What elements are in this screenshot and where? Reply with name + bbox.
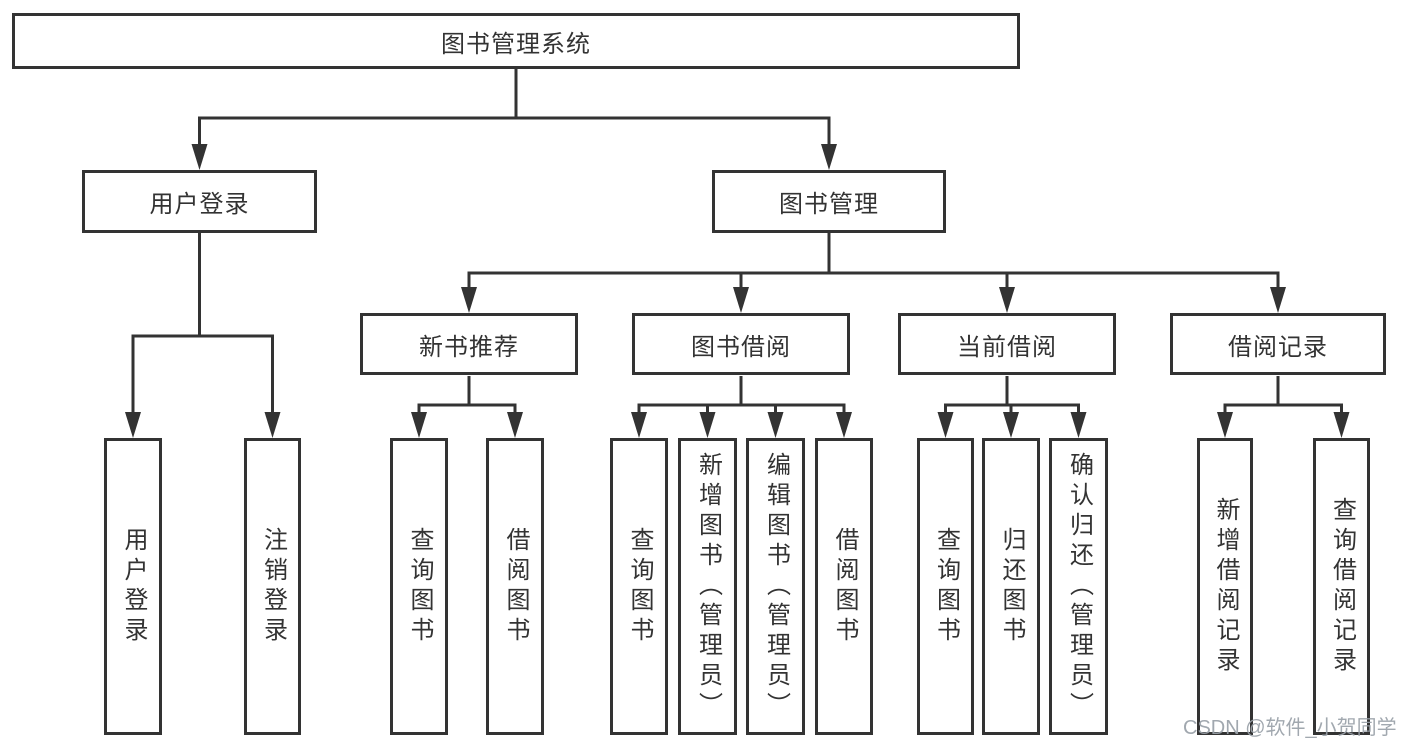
node-user-login-label: 用户登录 bbox=[149, 191, 250, 218]
node-leaf-borrow-books-recommend-label: 借阅图书 bbox=[502, 526, 529, 647]
node-leaf-add-borrow-record: 新增借阅记录 bbox=[1197, 438, 1253, 735]
node-leaf-confirm-return-admin-label: 确认归还（管理员） bbox=[1065, 451, 1093, 722]
watermark-text: CSDN @软件_小贺同学 bbox=[1183, 717, 1397, 739]
node-borrow-records: 借阅记录 bbox=[1170, 313, 1386, 375]
node-book-management-label: 图书管理 bbox=[779, 191, 879, 218]
node-leaf-user-login-label: 用户登录 bbox=[120, 526, 147, 647]
node-leaf-add-book-admin-label: 新增图书（管理员） bbox=[694, 451, 722, 722]
node-new-book-recommend-label: 新书推荐 bbox=[419, 333, 519, 361]
node-leaf-query-books-recommend-label: 查询图书 bbox=[406, 526, 433, 647]
node-book-borrow-label: 图书借阅 bbox=[691, 333, 791, 361]
node-leaf-add-book-admin: 新增图书（管理员） bbox=[678, 438, 737, 735]
node-leaf-borrow-books-label: 借阅图书 bbox=[831, 526, 858, 647]
node-leaf-edit-book-admin-label: 编辑图书（管理员） bbox=[762, 451, 790, 722]
node-book-borrow: 图书借阅 bbox=[632, 313, 850, 375]
node-leaf-logout: 注销登录 bbox=[244, 438, 301, 735]
node-borrow-records-label: 借阅记录 bbox=[1228, 333, 1328, 361]
node-leaf-query-books-current: 查询图书 bbox=[917, 438, 974, 735]
node-book-management: 图书管理 bbox=[712, 170, 946, 233]
node-leaf-query-books-current-label: 查询图书 bbox=[932, 526, 960, 647]
node-leaf-confirm-return-admin: 确认归还（管理员） bbox=[1049, 438, 1108, 735]
node-leaf-borrow-books-recommend: 借阅图书 bbox=[486, 438, 544, 735]
node-current-borrow-label: 当前借阅 bbox=[957, 333, 1057, 361]
node-leaf-query-books-borrow: 查询图书 bbox=[610, 438, 668, 735]
node-leaf-return-book: 归还图书 bbox=[982, 438, 1040, 735]
node-leaf-edit-book-admin: 编辑图书（管理员） bbox=[746, 438, 805, 735]
node-user-login: 用户登录 bbox=[82, 170, 317, 233]
node-leaf-query-books-borrow-label: 查询图书 bbox=[626, 526, 653, 647]
node-root-system-label: 图书管理系统 bbox=[441, 30, 591, 58]
node-leaf-add-borrow-record-label: 新增借阅记录 bbox=[1212, 496, 1239, 677]
node-leaf-logout-label: 注销登录 bbox=[259, 526, 287, 647]
node-leaf-query-borrow-record: 查询借阅记录 bbox=[1313, 438, 1370, 735]
node-new-book-recommend: 新书推荐 bbox=[360, 313, 578, 375]
node-leaf-borrow-books: 借阅图书 bbox=[815, 438, 873, 735]
node-current-borrow: 当前借阅 bbox=[898, 313, 1116, 375]
node-leaf-query-books-recommend: 查询图书 bbox=[390, 438, 448, 735]
node-leaf-user-login: 用户登录 bbox=[104, 438, 162, 735]
arrowhead-group bbox=[125, 144, 1350, 438]
node-root-system: 图书管理系统 bbox=[12, 13, 1020, 69]
node-leaf-query-borrow-record-label: 查询借阅记录 bbox=[1328, 496, 1356, 677]
node-leaf-return-book-label: 归还图书 bbox=[998, 526, 1025, 647]
